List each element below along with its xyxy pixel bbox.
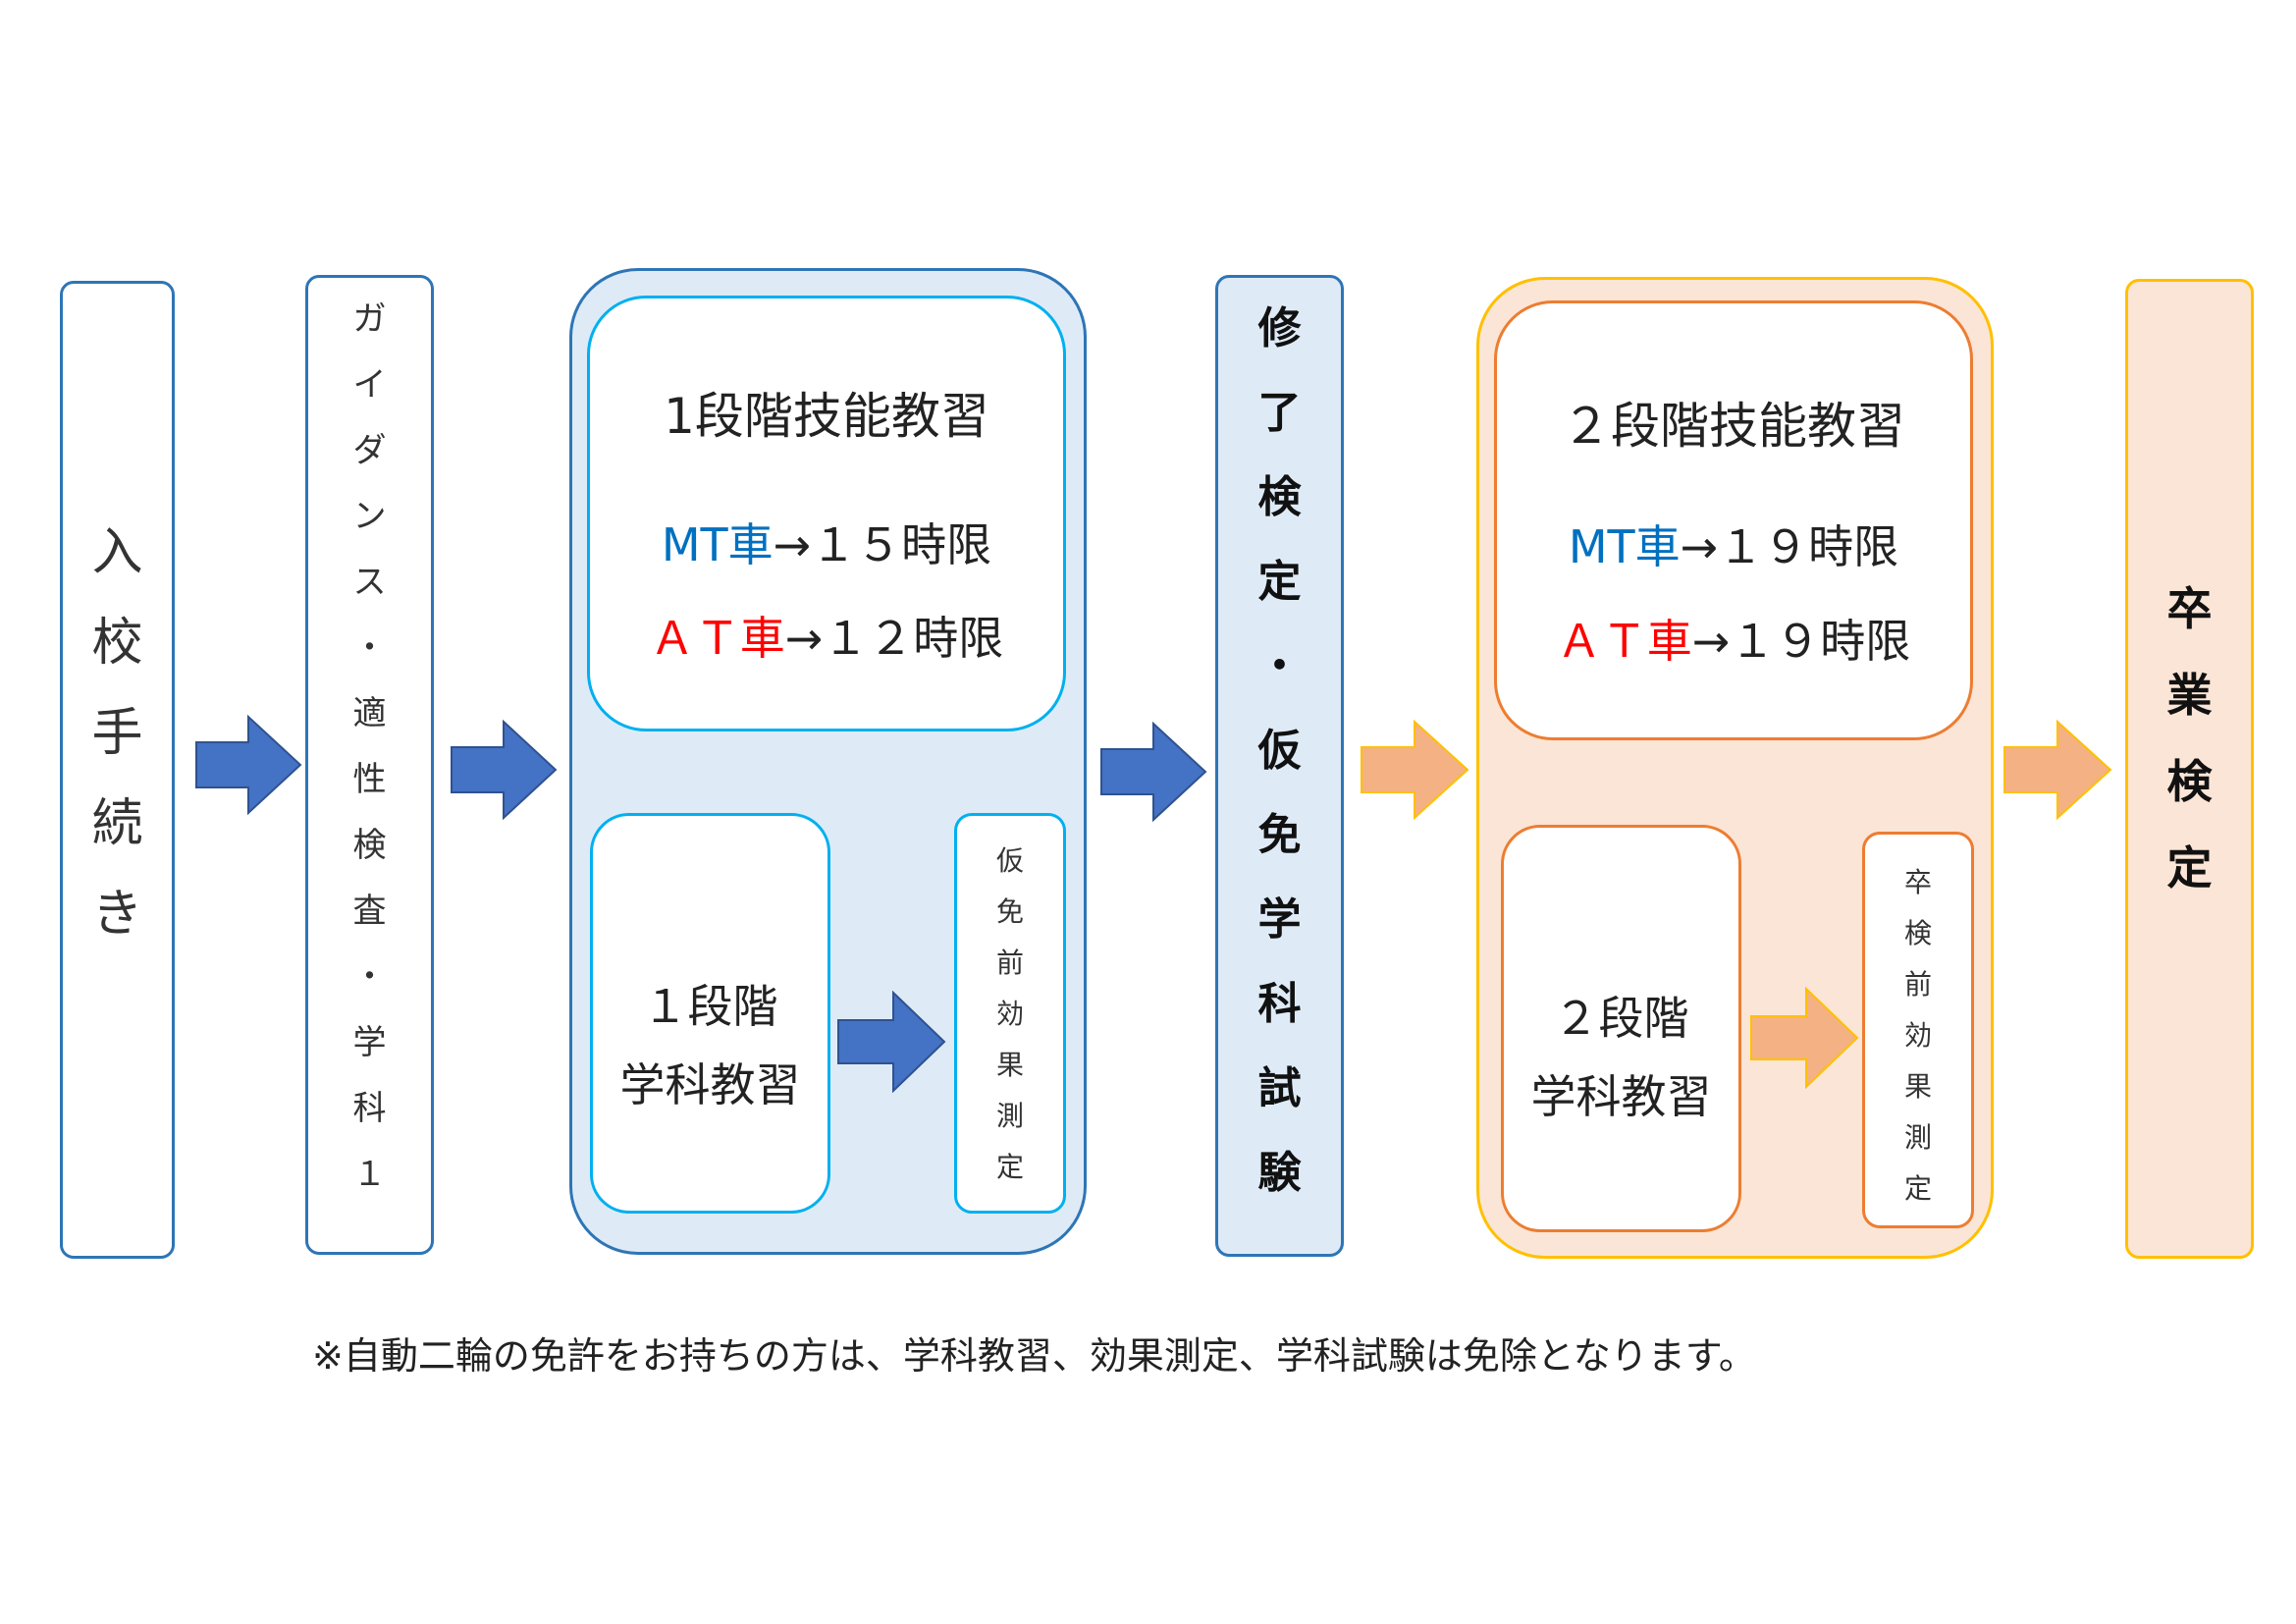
vertical-char: 免 [1257, 810, 1302, 860]
stage1-skill-box: 1段階技能教習 MT車→１５時限 ＡＴ車→１２時限 [587, 296, 1066, 731]
vertical-char: 定 [995, 1151, 1024, 1183]
arrow-right-icon [2003, 720, 2112, 820]
vertical-char: 免 [995, 895, 1024, 928]
stage2-at-hours: →１９時限 [1691, 615, 1911, 668]
stage2-effect-test-box: 卒検前効果測定 [1862, 832, 1974, 1228]
vertical-char: ダ [352, 431, 387, 470]
stage1-academic-box: １段階 学科教習 [590, 813, 830, 1214]
stage2-title: ２段階技能教習 [1562, 398, 1905, 455]
stage2-effect-test-label: 卒検前効果測定 [1865, 869, 1971, 1203]
stage2-at-line: ＡＴ車→１９時限 [1497, 606, 1970, 671]
stage1-title: 1段階技能教習 [664, 388, 989, 445]
stage1-at-label: ＡＴ車 [649, 612, 785, 665]
vertical-char: 果 [995, 1049, 1024, 1081]
vertical-char: 学 [1257, 894, 1302, 945]
stage1-mt-line: MT車→１５時限 [590, 510, 1063, 574]
vertical-char: 科 [352, 1089, 387, 1128]
vertical-char: 効 [995, 998, 1024, 1030]
vertical-char: 校 [91, 614, 143, 673]
arrow-right-icon [837, 991, 946, 1093]
vertical-char: き [91, 885, 143, 944]
vertical-char: 仮 [1257, 726, 1302, 776]
vertical-char: ガ [352, 299, 387, 339]
arrow-right-icon [1361, 720, 1469, 820]
stage1-academic-line1: １段階 [642, 980, 778, 1033]
vertical-char: 卒 [2166, 582, 2213, 635]
stage2-container: ２段階技能教習 MT車→１９時限 ＡＴ車→１９時限 ２段階 学科教習 卒検前効果… [1476, 277, 1994, 1259]
vertical-char: イ [352, 365, 387, 405]
completion-exam-label: 修了検定・仮免学科試験 [1218, 307, 1341, 1195]
vertical-char: 入 [91, 523, 143, 582]
vertical-char: 果 [1903, 1070, 1932, 1103]
stage2-mt-label: MT車 [1568, 520, 1681, 573]
stage1-at-hours: →１２時限 [784, 612, 1004, 665]
arrow-right-icon [1100, 722, 1207, 822]
footnote: ※自動二輪の免許をお持ちの方は、学科教習、効果測定、学科試験は免除となります。 [312, 1334, 1756, 1378]
vertical-char: 前 [1903, 968, 1932, 1001]
vertical-char: 検 [2166, 755, 2213, 808]
vertical-char: 効 [1903, 1019, 1932, 1052]
stage1-effect-test-label: 仮免前効果測定 [957, 847, 1063, 1181]
vertical-char: 仮 [995, 844, 1024, 877]
vertical-char: ・ [352, 957, 387, 997]
vertical-char: 学 [352, 1023, 387, 1062]
vertical-char: 続 [91, 794, 143, 853]
vertical-char: １ [352, 1155, 387, 1194]
vertical-char: 検 [1257, 472, 1302, 522]
stage2-academic-box: ２段階 学科教習 [1501, 825, 1741, 1232]
stage2-mt-line: MT車→１９時限 [1497, 512, 1970, 576]
vertical-char: 了 [1257, 388, 1302, 438]
enrollment-label: 入校手続き [63, 527, 172, 940]
stage1-mt-label: MT車 [661, 518, 774, 571]
stage1-academic-line2: 学科教習 [619, 1058, 801, 1111]
vertical-char: 前 [995, 947, 1024, 979]
vertical-char: 査 [352, 892, 387, 931]
stage2-at-label: ＡＴ車 [1556, 615, 1692, 668]
vertical-char: 験 [1257, 1148, 1302, 1198]
vertical-char: 科 [1257, 979, 1302, 1029]
graduation-box: 卒業検定 [2125, 279, 2254, 1259]
stage1-mt-hours: →１５時限 [773, 518, 992, 571]
vertical-char: 性 [352, 760, 387, 799]
vertical-char: ス [352, 563, 387, 602]
vertical-char: 手 [91, 704, 143, 763]
stage2-academic-line1: ２段階 [1553, 992, 1689, 1045]
vertical-char: 卒 [1903, 866, 1932, 898]
vertical-char: 試 [1257, 1063, 1302, 1113]
vertical-char: 業 [2166, 669, 2213, 722]
vertical-char: 定 [2166, 841, 2213, 894]
completion-exam-box: 修了検定・仮免学科試験 [1215, 275, 1344, 1257]
arrow-right-icon [451, 720, 558, 820]
stage2-academic-line2: 学科教習 [1530, 1070, 1712, 1123]
graduation-label: 卒業検定 [2128, 586, 2251, 891]
arrow-right-icon [1750, 987, 1859, 1089]
vertical-char: ・ [1257, 641, 1302, 691]
stage1-at-line: ＡＴ車→１２時限 [590, 603, 1063, 668]
vertical-char: ン [352, 497, 387, 536]
vertical-char: 測 [995, 1100, 1024, 1132]
stage2-mt-hours: →１９時限 [1680, 520, 1899, 573]
arrow-right-icon [195, 715, 302, 815]
enrollment-box: 入校手続き [60, 281, 175, 1259]
stage2-skill-box: ２段階技能教習 MT車→１９時限 ＡＴ車→１９時限 [1494, 300, 1973, 740]
vertical-char: 測 [1903, 1121, 1932, 1154]
vertical-char: 定 [1257, 557, 1302, 607]
vertical-char: 検 [1903, 917, 1932, 949]
vertical-char: 検 [352, 826, 387, 865]
vertical-char: 修 [1257, 303, 1302, 353]
vertical-char: 定 [1903, 1172, 1932, 1205]
stage1-effect-test-box: 仮免前効果測定 [954, 813, 1066, 1214]
stage1-container: 1段階技能教習 MT車→１５時限 ＡＴ車→１２時限 １段階 学科教習 仮免前効果… [569, 268, 1087, 1255]
vertical-char: 適 [352, 694, 387, 733]
vertical-char: ・ [352, 628, 387, 668]
